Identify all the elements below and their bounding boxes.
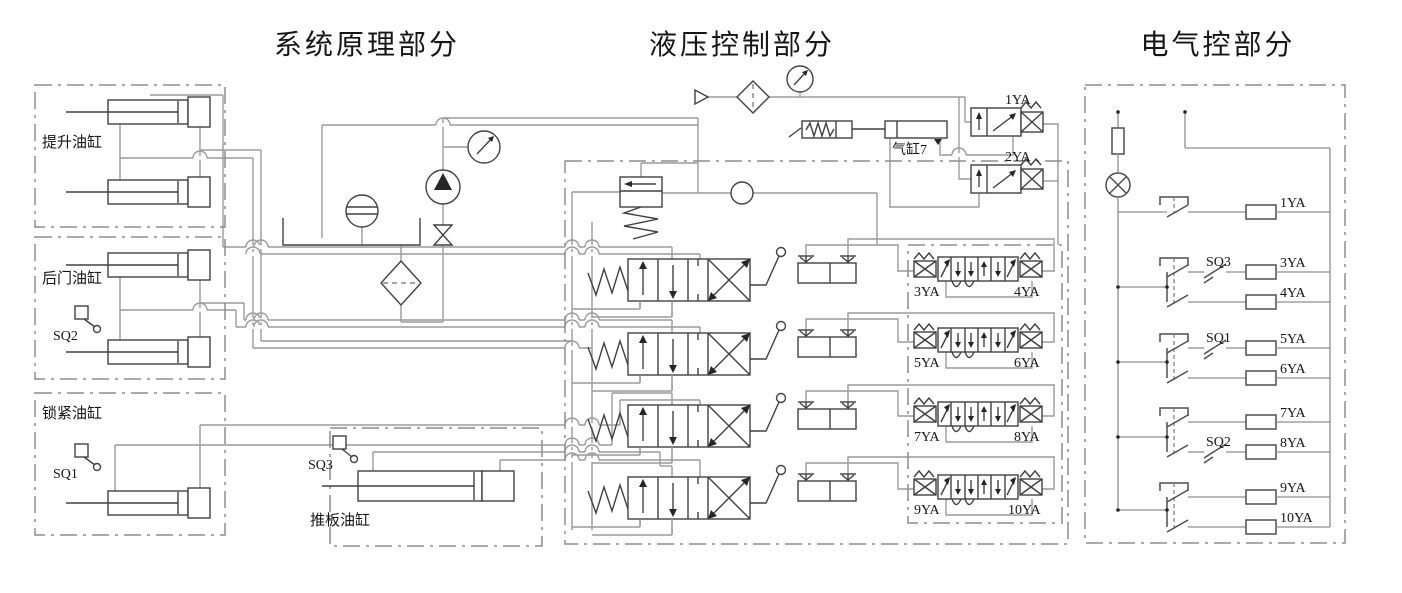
- label-1ya-valve: 1YA: [1005, 93, 1032, 108]
- solenoid-valve-bank: 3YA 4YA 5YA 6YA 7YA 8YA 9YA 10YA: [913, 252, 1043, 518]
- label-coil-6ya: 6YA: [1280, 362, 1307, 377]
- coil-6ya: [1245, 370, 1277, 386]
- label-9ya: 9YA: [914, 503, 941, 518]
- label-push-plate-cylinder: 推板油缸: [310, 511, 370, 529]
- air-cylinder-7-icon: [884, 120, 948, 145]
- title-electric: 电气控部分: [1140, 29, 1295, 61]
- label-lock-cylinder: 锁紧油缸: [42, 404, 102, 422]
- solenoid-valve-3ya-4ya: [913, 252, 1043, 288]
- label-coil-3ya: 3YA: [1280, 256, 1307, 271]
- relief-valve-icon: [619, 176, 663, 240]
- system-principle-section: 系统原理部分 提升油缸 后门油缸 SQ2 锁紧油缸 SQ1 SQ3 推板油缸: [42, 29, 515, 529]
- pilot-cylinder-4: [797, 473, 857, 502]
- rear-door-cylinder-bottom: [65, 336, 211, 368]
- label-coil-9ya: 9YA: [1280, 481, 1307, 496]
- solenoid-valve-9ya-10ya: [913, 470, 1043, 506]
- lock-cylinder: [65, 487, 211, 519]
- indicator-lamp-icon: [1105, 172, 1131, 198]
- sq2-switch-icon: [74, 305, 102, 334]
- label-coil-4ya: 4YA: [1280, 286, 1307, 301]
- sq1-contact-icon: [1203, 339, 1227, 360]
- sq2-contact-icon: [1203, 443, 1227, 464]
- coil-7ya: [1245, 414, 1277, 430]
- label-sq3: SQ3: [308, 458, 333, 473]
- tank-icon: [282, 218, 421, 246]
- push-plate-cylinder: [322, 470, 515, 502]
- label-10ya: 10YA: [1008, 503, 1042, 518]
- label-5ya: 5YA: [914, 356, 941, 371]
- air-gauge-icon: [786, 65, 814, 93]
- hydraulic-control-section: 液压控制部分: [587, 29, 857, 536]
- manual-valve-4: [587, 464, 787, 536]
- label-7ya: 7YA: [914, 430, 941, 445]
- label-8ya: 8YA: [1014, 430, 1041, 445]
- label-sq1: SQ1: [53, 467, 78, 482]
- coil-8ya: [1245, 444, 1277, 460]
- shutoff-valve-icon: [432, 224, 454, 246]
- label-2ya-valve: 2YA: [1005, 150, 1032, 165]
- coil-9ya: [1245, 489, 1277, 505]
- spring-return-cylinder-icon: [788, 120, 885, 139]
- pneumatic-circuit: 气缸7 1YA 2YA: [694, 65, 1044, 194]
- pump-icon: [425, 169, 461, 205]
- lift-cylinder-bottom: [65, 176, 211, 208]
- label-coil-8ya: 8YA: [1280, 436, 1307, 451]
- title-hydraulic: 液压控制部分: [649, 29, 835, 61]
- label-air-cylinder-7: 气缸7: [892, 141, 927, 158]
- coil-1ya: [1245, 204, 1277, 220]
- label-coil-7ya: 7YA: [1280, 406, 1307, 421]
- check-valve-icon: [730, 181, 754, 205]
- fuse-icon: [1111, 127, 1125, 155]
- section-enclosures: [34, 84, 1346, 547]
- breather-icon: [345, 194, 379, 228]
- label-4ya: 4YA: [1014, 285, 1041, 300]
- label-switch-sq1: SQ1: [1206, 331, 1231, 346]
- pilot-cylinder-3: [797, 401, 857, 430]
- coil-3ya: [1245, 264, 1277, 280]
- manual-valve-2: [587, 320, 787, 392]
- pressure-gauge-icon: [467, 130, 501, 164]
- coil-4ya: [1245, 294, 1277, 310]
- label-3ya: 3YA: [914, 285, 941, 300]
- sq1-switch-icon: [74, 443, 102, 472]
- coil-10ya: [1245, 519, 1277, 535]
- label-coil-1ya: 1YA: [1280, 196, 1307, 211]
- label-rear-door-cylinder: 后门油缸: [42, 269, 102, 287]
- power-unit: [282, 130, 501, 307]
- title-system: 系统原理部分: [274, 29, 460, 61]
- filter-icon: [380, 259, 422, 307]
- pipe-network: [114, 92, 1059, 536]
- lift-cylinder-top: [65, 96, 211, 128]
- solenoid-valve-5ya-6ya: [913, 323, 1043, 359]
- solenoid-valve-7ya-8ya: [913, 397, 1043, 433]
- label-switch-sq2: SQ2: [1206, 435, 1231, 450]
- label-6ya: 6YA: [1014, 356, 1041, 371]
- air-source-icon: [694, 88, 710, 106]
- label-coil-10ya: 10YA: [1280, 511, 1314, 526]
- label-sq2: SQ2: [53, 329, 78, 344]
- label-lift-cylinder: 提升油缸: [42, 133, 102, 151]
- label-switch-sq3: SQ3: [1206, 255, 1231, 270]
- pilot-cylinder-2: [797, 329, 857, 358]
- manual-valve-1: [587, 246, 787, 318]
- coil-5ya: [1245, 340, 1277, 356]
- pilot-cylinder-1: [797, 255, 857, 284]
- label-coil-5ya: 5YA: [1280, 332, 1307, 347]
- electrical-control-section: 电气控部分 1YA SQ3 3YA 4YA SQ1 5Y: [1105, 29, 1331, 535]
- sq3-contact-icon: [1203, 263, 1227, 284]
- air-filter-icon: [736, 80, 770, 114]
- sq3-switch-icon: [332, 435, 359, 464]
